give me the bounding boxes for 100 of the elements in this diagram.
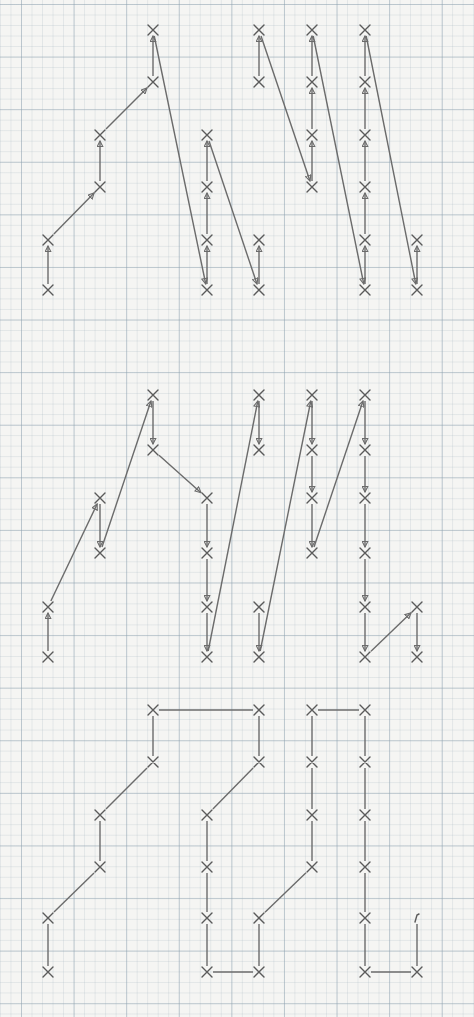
cross-mark [147,76,159,88]
cross-mark [253,756,265,768]
arrow [361,503,369,548]
connector-line [311,820,313,862]
cross-mark [42,966,54,978]
arrow [255,612,263,652]
cross-mark [306,861,318,873]
cross-mark [253,966,265,978]
cross-mark [147,756,159,768]
cross-mark [201,547,213,559]
cross-mark [411,601,423,613]
cross-mark [411,966,423,978]
arrow [101,400,153,548]
arrow [361,87,369,130]
arrow [105,87,148,130]
cross-mark [359,492,371,504]
arrow [207,400,261,652]
cross-mark [359,284,371,296]
cross-mark [359,651,371,663]
arrow [203,140,211,182]
cross-mark [201,234,213,246]
cross-mark [306,389,318,401]
arrow [308,35,316,77]
cross-mark [306,809,318,821]
cross-mark [359,444,371,456]
cross-mark [201,129,213,141]
arrow [203,503,211,548]
arrow [308,87,316,130]
connector-line [99,820,101,862]
arrow [255,400,263,445]
cross-mark [253,651,265,663]
arrow [260,35,312,182]
connector-line [212,767,254,810]
cross-mark [94,181,106,193]
connector-line [364,767,366,810]
cross-mark [359,76,371,88]
cross-mark [253,76,265,88]
connector-line [311,767,313,810]
cross-mark [306,444,318,456]
arrow [361,558,369,602]
cross-mark [253,444,265,456]
arrow [203,612,211,652]
cross-mark [306,129,318,141]
connector-line [364,872,366,913]
cross-mark [359,547,371,559]
cross-mark [359,129,371,141]
cross-mark [306,547,318,559]
cross-mark [411,284,423,296]
arrow [308,400,316,445]
arrow [308,503,316,548]
cross-mark [201,651,213,663]
arrow [361,35,369,77]
cross-mark [359,24,371,36]
connector-line [364,820,366,862]
connector-line [258,715,260,757]
cross-mark [306,756,318,768]
arrow [53,192,95,235]
cross-mark [201,966,213,978]
cross-mark [359,912,371,924]
arrow [313,400,365,548]
connector-line [47,923,49,967]
cross-mark [411,651,423,663]
cross-mark [42,234,54,246]
arrow [44,612,52,652]
cross-mark [201,912,213,924]
connector-line [206,923,208,967]
connector-line [364,715,366,757]
arrow [259,400,313,652]
cross-mark [42,284,54,296]
arrow [370,612,412,652]
cross-mark [306,76,318,88]
arrow [365,35,418,285]
arrow [255,245,263,285]
arrow [208,140,259,285]
cross-mark [359,181,371,193]
cross-mark [201,492,213,504]
arrow [203,192,211,235]
cross-mark [201,861,213,873]
cross-mark [253,389,265,401]
arrow [255,35,263,77]
arrow [158,454,202,494]
cross-mark [201,181,213,193]
arrow [413,612,421,652]
cross-mark [359,601,371,613]
cross-mark [201,284,213,296]
cross-mark [253,912,265,924]
arrow [361,612,369,652]
cross-mark [253,284,265,296]
arrow [149,35,157,77]
cross-mark [306,24,318,36]
connector-line [158,709,254,711]
connector-line [212,971,254,973]
cross-mark [359,861,371,873]
connector-line [105,767,148,810]
cross-mark [253,24,265,36]
cross-mark [359,234,371,246]
cross-mark [306,181,318,193]
arrow [361,192,369,235]
arrow [44,245,52,285]
cross-mark [359,809,371,821]
